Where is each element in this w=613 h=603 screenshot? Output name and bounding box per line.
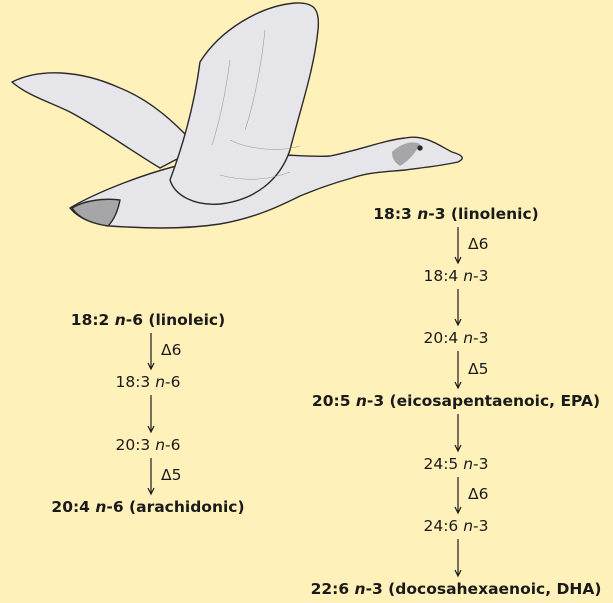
n3-node-6: 22:6 n-3 (docosahexaenoic, DHA) bbox=[311, 580, 602, 598]
n3-enzyme-label-0: Δ6 bbox=[468, 235, 488, 253]
n6-node-3-name: (arachidonic) bbox=[124, 498, 245, 516]
n6-node-2-series: n bbox=[155, 436, 165, 454]
n6-node-2-suffix: -6 bbox=[165, 436, 180, 454]
n6-node-3-series: n bbox=[95, 498, 106, 516]
n3-node-0-num: 18:3 bbox=[373, 205, 417, 223]
n3-node-1-suffix: -3 bbox=[473, 267, 488, 285]
n3-enzyme-label-2: Δ5 bbox=[468, 360, 488, 378]
n6-node-0-suffix: -6 bbox=[126, 311, 143, 329]
goose-body bbox=[12, 3, 462, 228]
n3-node-0: 18:3 n-3 (linolenic) bbox=[373, 205, 538, 223]
n3-node-3-name: (eicosapentaenoic, EPA) bbox=[384, 392, 600, 410]
n3-node-6-name: (docosahexaenoic, DHA) bbox=[383, 580, 602, 598]
n3-node-3: 20:5 n-3 (eicosapentaenoic, EPA) bbox=[312, 392, 600, 410]
n6-arrow-0 bbox=[145, 333, 157, 369]
n3-arrow-4 bbox=[452, 477, 464, 513]
n3-node-4-series: n bbox=[463, 455, 473, 473]
n6-node-2: 20:3 n-6 bbox=[115, 436, 180, 454]
n3-node-2: 20:4 n-3 bbox=[423, 329, 488, 347]
n3-node-2-num: 20:4 bbox=[423, 329, 463, 347]
n3-node-3-series: n bbox=[356, 392, 367, 410]
n3-node-2-series: n bbox=[463, 329, 473, 347]
n3-node-5-series: n bbox=[463, 517, 473, 535]
n3-node-5-suffix: -3 bbox=[473, 517, 488, 535]
n3-node-3-num: 20:5 bbox=[312, 392, 356, 410]
n3-enzyme-label-4: Δ6 bbox=[468, 485, 488, 503]
n6-node-1-series: n bbox=[155, 373, 165, 391]
n6-arrow-2 bbox=[145, 458, 157, 494]
n3-arrow-3 bbox=[452, 414, 464, 451]
n6-node-3: 20:4 n-6 (arachidonic) bbox=[51, 498, 244, 516]
n3-node-4-num: 24:5 bbox=[423, 455, 463, 473]
n3-node-5-num: 24:6 bbox=[423, 517, 463, 535]
n3-arrow-0 bbox=[452, 227, 464, 263]
n3-node-6-series: n bbox=[355, 580, 366, 598]
n6-node-1-suffix: -6 bbox=[165, 373, 180, 391]
n6-enzyme-label-2: Δ5 bbox=[161, 466, 181, 484]
n3-node-3-suffix: -3 bbox=[367, 392, 384, 410]
n6-node-3-num: 20:4 bbox=[51, 498, 95, 516]
n3-arrow-5 bbox=[452, 539, 464, 576]
n3-node-6-num: 22:6 bbox=[311, 580, 355, 598]
n3-node-1: 18:4 n-3 bbox=[423, 267, 488, 285]
n6-arrow-1 bbox=[145, 395, 157, 432]
n3-node-4: 24:5 n-3 bbox=[423, 455, 488, 473]
n3-node-6-suffix: -3 bbox=[366, 580, 383, 598]
n6-node-0-series: n bbox=[115, 311, 126, 329]
n3-arrow-1 bbox=[452, 289, 464, 325]
n6-node-1: 18:3 n-6 bbox=[115, 373, 180, 391]
n6-node-2-num: 20:3 bbox=[115, 436, 155, 454]
n6-enzyme-label-0: Δ6 bbox=[161, 341, 181, 359]
n6-node-0-num: 18:2 bbox=[71, 311, 115, 329]
n6-node-1-num: 18:3 bbox=[115, 373, 155, 391]
n6-node-0-name: (linoleic) bbox=[143, 311, 225, 329]
n3-node-5: 24:6 n-3 bbox=[423, 517, 488, 535]
n3-node-1-series: n bbox=[463, 267, 473, 285]
n3-node-0-series: n bbox=[417, 205, 428, 223]
n3-node-0-name: (linolenic) bbox=[445, 205, 538, 223]
n3-node-2-suffix: -3 bbox=[473, 329, 488, 347]
n3-node-1-num: 18:4 bbox=[423, 267, 463, 285]
n6-node-0: 18:2 n-6 (linoleic) bbox=[71, 311, 225, 329]
n3-arrow-2 bbox=[452, 351, 464, 388]
n3-node-0-suffix: -3 bbox=[428, 205, 445, 223]
n3-node-4-suffix: -3 bbox=[473, 455, 488, 473]
n6-node-3-suffix: -6 bbox=[106, 498, 123, 516]
